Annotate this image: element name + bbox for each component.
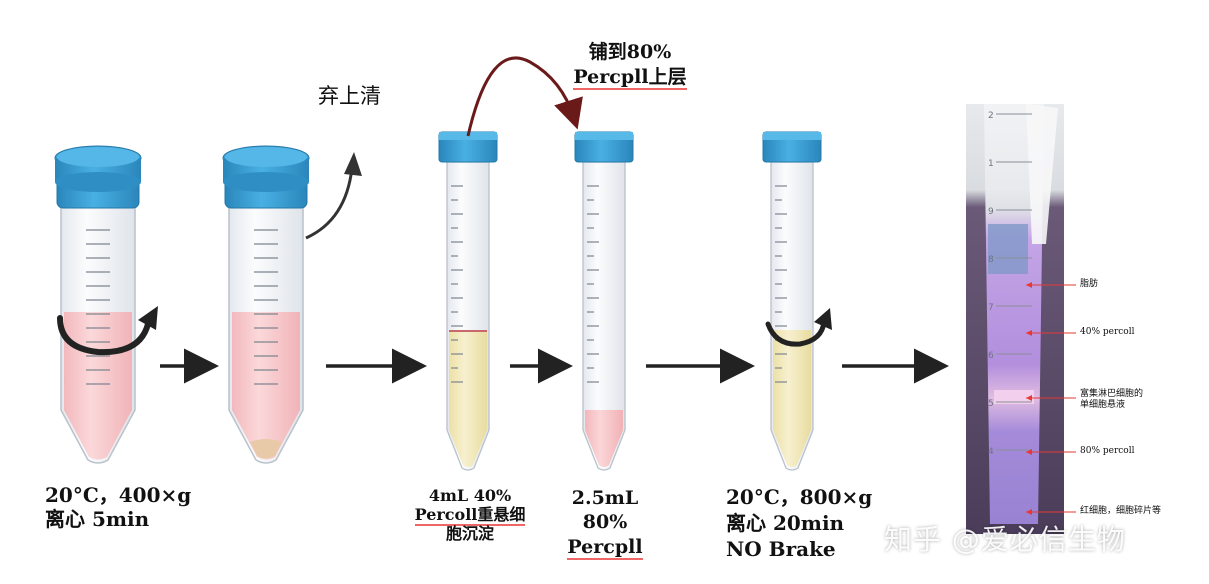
- discard-arrowhead: [344, 152, 362, 176]
- annotation-pointer-head-2: [1026, 330, 1032, 336]
- step2-line3: 胞沉淀: [445, 524, 494, 544]
- tube-step2-pellet: [250, 439, 282, 459]
- centrifuge-arrow-2: [765, 319, 827, 347]
- tube-step4: [574, 131, 634, 471]
- annotation-40-percoll: 40% percoll: [1080, 327, 1135, 337]
- step2-line2: Percoll重悬细: [405, 505, 535, 527]
- tube-step2-cap-rim: [223, 172, 309, 192]
- annotation-pointer-head-5: [1026, 509, 1032, 515]
- tube-step4-cap-top: [575, 132, 633, 140]
- photo-grad-label: 8: [988, 255, 994, 265]
- step3-percpll-text: Percpll: [567, 535, 643, 560]
- step1-line2: 离心 5min: [45, 507, 150, 531]
- step2-label: 4mL 40% Percoll重悬细 胞沉淀: [405, 486, 535, 544]
- photo-grad-label: 4: [988, 447, 994, 457]
- discard-arrow: [305, 167, 354, 240]
- tube-step5-cap-top: [763, 132, 821, 140]
- step4-line3: NO Brake: [726, 537, 836, 561]
- annotation-rbc-debris: 红细胞，细胞碎片等: [1080, 506, 1162, 516]
- annotation-80-percoll: 80% percoll: [1080, 446, 1135, 456]
- centrifuge-arrowhead-2: [814, 308, 832, 330]
- photo-grad-label: 5: [988, 399, 994, 409]
- tube-step1-cap-face: [57, 147, 139, 167]
- step2-percoll-text: Percoll重悬细: [414, 505, 526, 527]
- tube-step4-glass: [582, 161, 626, 471]
- annotation-lymphocyte-suspension: 富集淋巴细胞的 单细胞悬液: [1080, 389, 1143, 412]
- tube-step5: [762, 131, 822, 471]
- overlay-percpll-text: Percpll上层: [573, 65, 687, 90]
- annotation-lymphocyte-line2: 单细胞悬液: [1080, 400, 1126, 411]
- tube-step1-cap-rim: [55, 172, 141, 192]
- photo-grad-label: 2: [988, 111, 994, 121]
- step3-line1: 2.5mL: [571, 487, 639, 509]
- photo-grad-label: 7: [988, 303, 994, 313]
- watermark: 知乎 @爱必信生物: [884, 523, 1126, 556]
- photo-grad-label: 1: [988, 159, 994, 169]
- overlay-line2: Percpll上层: [560, 65, 700, 90]
- step2-line1: 4mL 40%: [428, 486, 512, 505]
- annotation-pointer-head-3: [1026, 395, 1032, 401]
- discard-supernatant-label: 弃上清: [318, 84, 381, 108]
- step3-line2: 80%: [582, 511, 628, 534]
- photo-blue-label: [988, 224, 1028, 274]
- tube-step2: [222, 145, 310, 464]
- step4-label: 20°C，800×g 离心 20min NO Brake: [726, 484, 872, 562]
- centrifuge-arrowhead-1: [138, 306, 158, 330]
- centrifuge-arrow-1: [57, 315, 151, 356]
- photo-grad-label: 9: [988, 207, 994, 217]
- photo-cell-band: [994, 390, 1034, 404]
- overlay-label: 铺到80% Percpll上层: [560, 40, 700, 90]
- step4-line1: 20°C，800×g: [726, 485, 873, 509]
- annotation-pointer-head-4: [1026, 449, 1032, 455]
- tube-step1: [54, 145, 142, 464]
- step3-line3: Percpll: [555, 535, 655, 560]
- photo-glare: [1026, 104, 1058, 244]
- tube-step4-liquid: [585, 410, 623, 467]
- photo-grad-label: 6: [988, 351, 994, 361]
- tube-step3-liquid: [449, 331, 487, 467]
- step4-line2: 离心 20min: [726, 511, 845, 535]
- annotation-pointer-head-1: [1026, 282, 1032, 288]
- overlay-line1: 铺到80%: [588, 41, 672, 63]
- annotation-fat: 脂肪: [1080, 279, 1099, 289]
- tube-step3: [438, 131, 498, 471]
- tube-step1-liquid: [64, 312, 132, 460]
- overlay-transfer-arrow: [466, 56, 583, 137]
- photo-tube: [984, 104, 1044, 524]
- tube-step2-liquid: [232, 312, 300, 460]
- tube-step2-cap-face: [225, 147, 307, 167]
- annotation-lymphocyte-line1: 富集淋巴细胞的: [1080, 389, 1144, 399]
- step1-line1: 20°C，400×g: [45, 483, 192, 507]
- tube-step5-liquid: [773, 330, 811, 467]
- step1-label: 20°C，400×g 离心 5min: [45, 483, 191, 531]
- step3-label: 2.5mL 80% Percpll: [555, 486, 655, 560]
